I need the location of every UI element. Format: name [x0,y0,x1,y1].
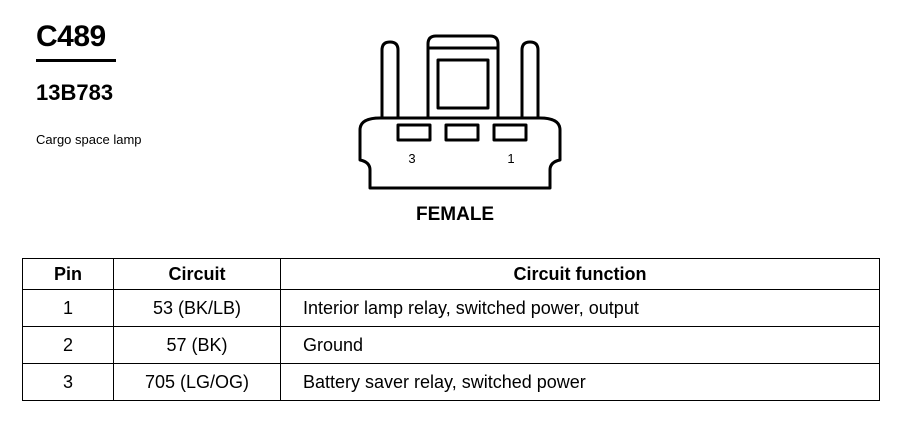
connector-id: C489 [36,20,106,53]
cell-circuit: 57 (BK) [113,326,281,364]
pin-label-3: 3 [408,151,415,166]
cavity-pin-2 [444,123,480,142]
lock-window [436,58,490,110]
table-row: 2 57 (BK) Ground [22,326,880,364]
header-circuit-function: Circuit function [280,258,880,290]
lock-tab [426,34,500,118]
right-latch [520,40,540,118]
connector-body [358,116,562,190]
cell-function: Interior lamp relay, switched power, out… [280,289,880,327]
connector-description: Cargo space lamp [36,132,142,147]
connector-face-diagram: 3 1 [358,34,562,190]
connector-id-underline [36,59,116,62]
pin-label-1: 1 [507,151,514,166]
cell-circuit: 53 (BK/LB) [113,289,281,327]
cell-pin: 2 [22,326,114,364]
table-row: 1 53 (BK/LB) Interior lamp relay, switch… [22,289,880,327]
cell-pin: 3 [22,363,114,401]
pin-table: Pin Circuit Circuit function 1 53 (BK/LB… [22,258,880,401]
header-circuit: Circuit [113,258,281,290]
header-pin: Pin [22,258,114,290]
cavity-pin-1 [492,123,528,142]
cell-function: Battery saver relay, switched power [280,363,880,401]
part-number: 13B783 [36,80,114,105]
cell-pin: 1 [22,289,114,327]
table-header-row: Pin Circuit Circuit function [22,258,880,290]
table-row: 3 705 (LG/OG) Battery saver relay, switc… [22,363,880,401]
cavity-pin-3 [396,123,432,142]
connector-gender: FEMALE [416,204,495,225]
cell-circuit: 705 (LG/OG) [113,363,281,401]
left-latch [380,40,400,118]
cell-function: Ground [280,326,880,364]
